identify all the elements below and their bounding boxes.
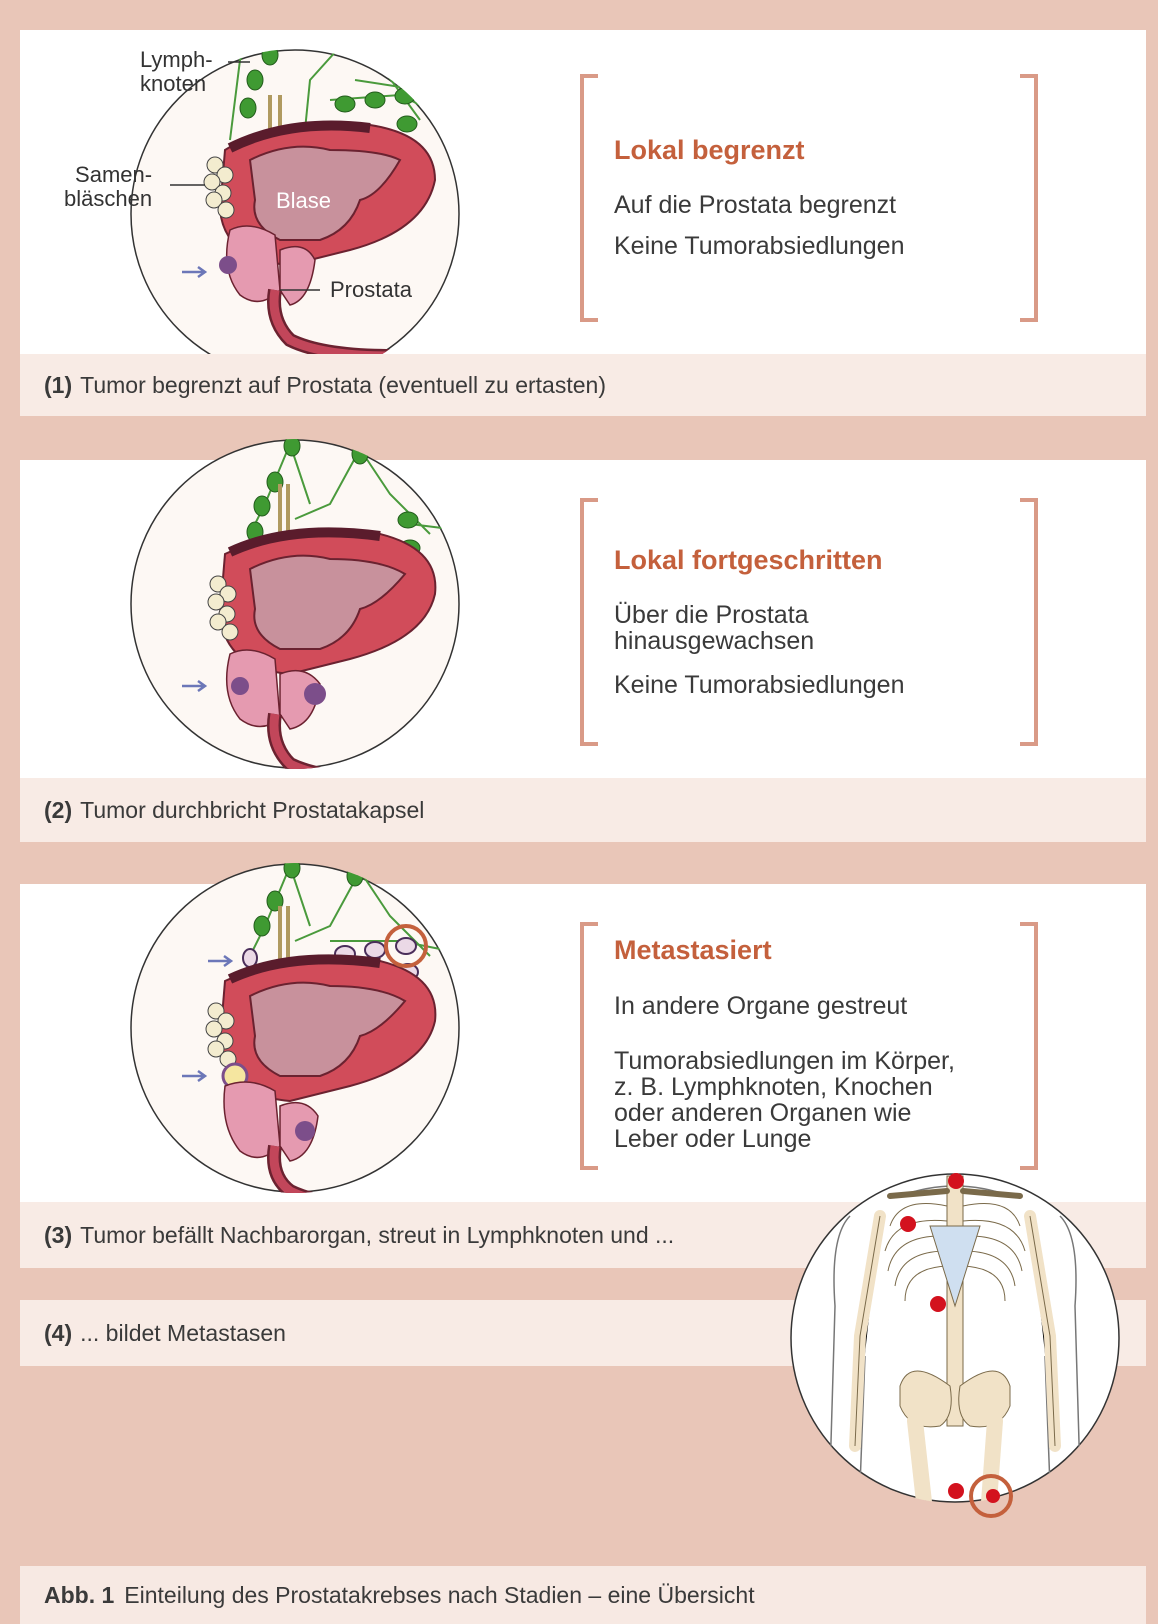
label-lymphknoten: Lymph- knoten xyxy=(140,48,213,96)
stage-3-line-2: Tumorabsiedlungen im Körper, xyxy=(614,1048,955,1074)
stage-3-illustration xyxy=(130,846,470,1206)
stage-3-line-3: z. B. Lymphknoten, Knochen xyxy=(614,1074,933,1100)
stage-4-caption-number: (4) xyxy=(44,1320,72,1347)
stage-1-caption-text: Tumor begrenzt auf Prostata (eventuell z… xyxy=(80,372,606,399)
stage-1-line-1: Auf die Prostata begrenzt xyxy=(614,192,896,218)
label-samenblaeschen: Samen- bläschen xyxy=(64,163,152,211)
stage-4-caption-text: ... bildet Metastasen xyxy=(80,1320,286,1347)
stage-2-illustration xyxy=(130,424,470,778)
stage-2-caption-number: (2) xyxy=(44,797,72,824)
stage-3-caption-text: Tumor befällt Nachbarorgan, streut in Ly… xyxy=(80,1222,674,1249)
label-prostata: Prostata xyxy=(330,278,412,302)
stage-2-caption: (2) Tumor durchbricht Prostatakapsel xyxy=(20,778,1146,842)
stage-3-line-4: oder anderen Organen wie xyxy=(614,1100,911,1126)
figure-caption-text: Einteilung des Prostatakrebses nach Stad… xyxy=(124,1582,754,1609)
skeleton-illustration xyxy=(790,1156,1120,1556)
stage-2-title: Lokal fortgeschritten xyxy=(614,545,883,576)
stage-1-caption-number: (1) xyxy=(44,372,72,399)
stage-1-title: Lokal begrenzt xyxy=(614,135,805,166)
stage-3-caption-number: (3) xyxy=(44,1222,72,1249)
stage-3-bracket-left xyxy=(580,922,598,1170)
stage-1-bracket-left xyxy=(580,74,598,322)
stage-3-line-5: Leber oder Lunge xyxy=(614,1126,811,1152)
stage-1-line-2: Keine Tumorabsiedlungen xyxy=(614,233,904,259)
figure-caption-label: Abb. 1 xyxy=(44,1582,114,1609)
stage-1-caption: (1) Tumor begrenzt auf Prostata (eventue… xyxy=(20,354,1146,416)
stage-3-bracket-right xyxy=(1020,922,1038,1170)
stage-3-line-1: In andere Organe gestreut xyxy=(614,993,907,1019)
label-lymph-line1: Lymph- xyxy=(140,48,213,72)
figure-caption: Abb. 1 Einteilung des Prostatakrebses na… xyxy=(20,1566,1146,1624)
label-blase: Blase xyxy=(276,189,331,213)
label-samen-line1: Samen- xyxy=(64,163,152,187)
stage-2-line-1: Über die Prostata xyxy=(614,602,809,628)
label-lymph-line2: knoten xyxy=(140,72,213,96)
stage-2-bracket-left xyxy=(580,498,598,746)
label-samen-line2: bläschen xyxy=(64,187,152,211)
stage-2-bracket-right xyxy=(1020,498,1038,746)
stage-2-caption-text: Tumor durchbricht Prostatakapsel xyxy=(80,797,424,824)
stage-3-title: Metastasiert xyxy=(614,935,772,966)
stage-2-line-3: Keine Tumorabsiedlungen xyxy=(614,672,904,698)
stage-1-bracket-right xyxy=(1020,74,1038,322)
stage-2-line-2: hinausgewachsen xyxy=(614,628,814,654)
